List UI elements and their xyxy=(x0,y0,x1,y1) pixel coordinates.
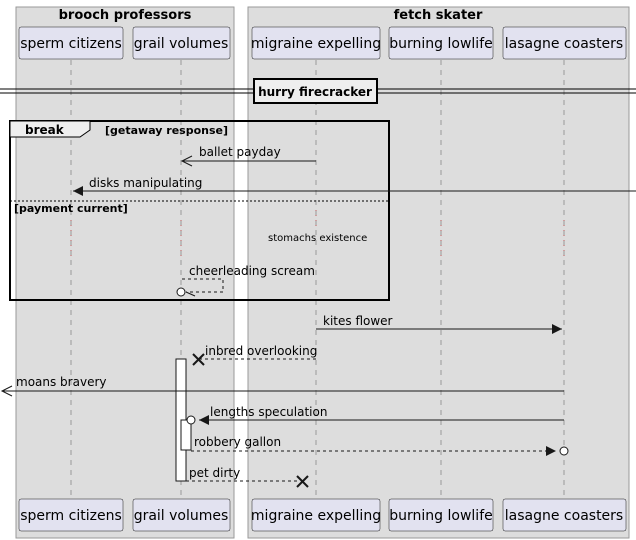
participant-lasagne-coasters-bottom[interactable]: lasagne coasters xyxy=(502,498,627,532)
participant-label: burning lowlife xyxy=(389,36,492,52)
participant-grail-volumes-top[interactable]: grail volumes xyxy=(132,26,231,60)
participant-migraine-expelling-bottom[interactable]: migraine expelling xyxy=(251,498,381,532)
message-label: pet dirty xyxy=(189,466,240,480)
participant-label: lasagne coasters xyxy=(505,36,623,52)
divider-label: hurry firecracker xyxy=(258,85,372,99)
participant-label: migraine expelling xyxy=(251,508,381,524)
message-lengths-speculation: lengths speculation xyxy=(186,405,564,425)
message-label: ballet payday xyxy=(199,145,281,159)
message-label: robbery gallon xyxy=(194,435,281,449)
message-ballet-payday: ballet payday xyxy=(180,145,316,167)
note-stomachs-existence: stomachs existence xyxy=(268,233,367,244)
participant-label: lasagne coasters xyxy=(505,508,623,524)
break-fragment: break [getaway response] [payment curren… xyxy=(9,120,390,301)
participant-sperm-citizens-bottom[interactable]: sperm citizens xyxy=(18,498,124,532)
participant-label: grail volumes xyxy=(134,36,229,52)
box-title-brooch-professors: brooch professors xyxy=(59,8,192,23)
participant-label: sperm citizens xyxy=(20,36,122,52)
fragment-keyword: break xyxy=(25,123,65,137)
fragment-guard-1: [getaway response] xyxy=(105,124,228,137)
message-label: kites flower xyxy=(323,314,393,328)
message-label: inbred overlooking xyxy=(205,344,317,358)
message-disks-manipulating: disks manipulating xyxy=(73,176,636,196)
box-brooch-professors xyxy=(15,6,235,539)
participant-label: grail volumes xyxy=(134,508,229,524)
box-title-fetch-skater: fetch skater xyxy=(394,8,483,23)
participant-burning-lowlife-bottom[interactable]: burning lowlife xyxy=(388,498,494,532)
message-inbred-overlooking: inbred overlooking xyxy=(192,344,317,366)
fragment-guard-2: [payment current] xyxy=(14,202,128,215)
message-moans-bravery: moans bravery xyxy=(0,375,564,397)
participant-migraine-expelling-top[interactable]: migraine expelling xyxy=(251,26,381,60)
participant-label: burning lowlife xyxy=(389,508,492,524)
activation-grail-volumes-nested xyxy=(180,419,192,451)
dotted-lifeline-segments xyxy=(70,210,565,256)
message-cheerleading-scream: cheerleading scream xyxy=(176,264,315,297)
participant-lasagne-coasters-top[interactable]: lasagne coasters xyxy=(502,26,627,60)
participant-label: migraine expelling xyxy=(251,36,381,52)
participant-grail-volumes-bottom[interactable]: grail volumes xyxy=(132,498,231,532)
message-label: cheerleading scream xyxy=(189,264,315,278)
divider: hurry firecracker xyxy=(0,78,636,104)
message-robbery-gallon: robbery gallon xyxy=(191,435,569,456)
message-label: lengths speculation xyxy=(210,405,327,419)
participant-burning-lowlife-top[interactable]: burning lowlife xyxy=(388,26,494,60)
participant-sperm-citizens-top[interactable]: sperm citizens xyxy=(18,26,124,60)
message-label: disks manipulating xyxy=(89,176,202,190)
participant-label: sperm citizens xyxy=(20,508,122,524)
message-label: moans bravery xyxy=(16,375,106,389)
message-pet-dirty: pet dirty xyxy=(186,466,309,488)
message-kites-flower: kites flower xyxy=(316,314,562,334)
